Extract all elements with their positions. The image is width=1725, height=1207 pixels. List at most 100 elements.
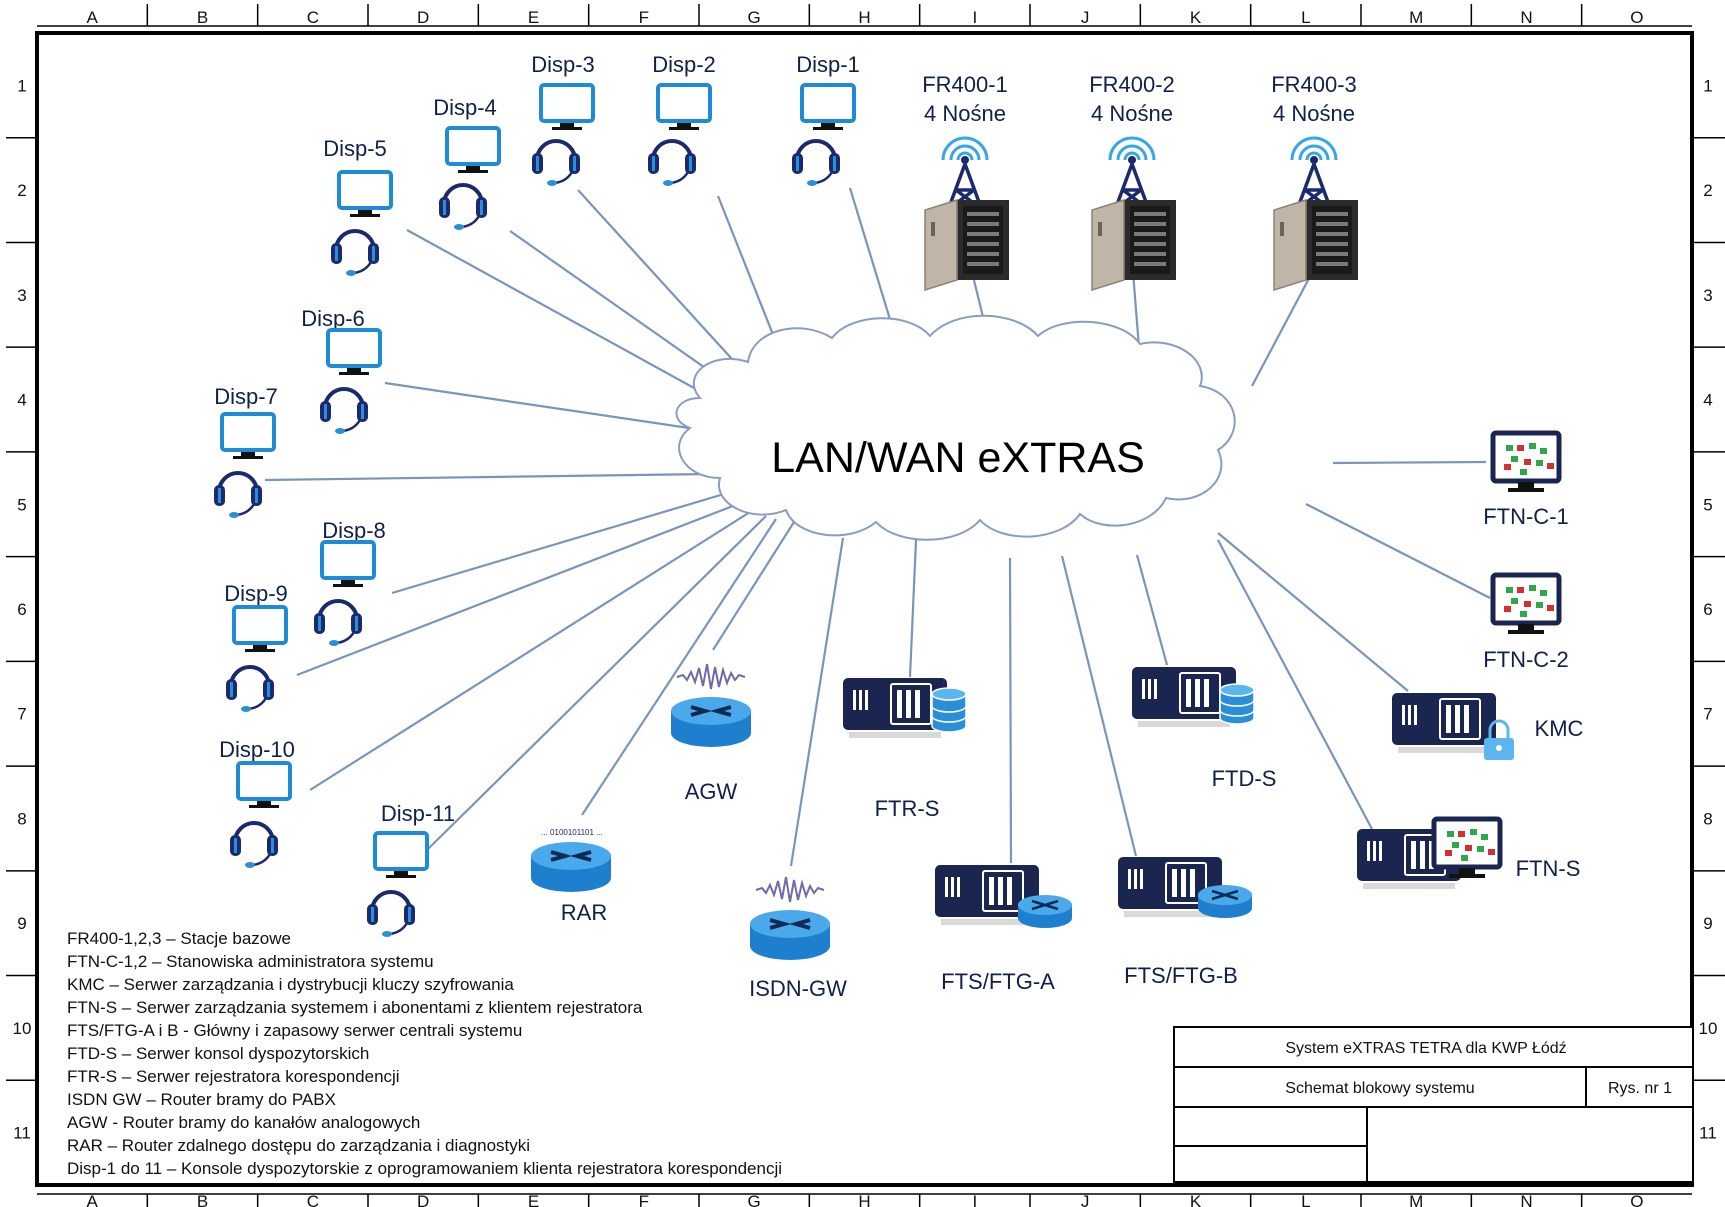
row-ref-3: 3 [1703, 286, 1712, 305]
column-ref-O: O [1630, 1192, 1643, 1207]
monitor-icon [337, 170, 393, 219]
admin-terminal-ftn-c-2[interactable]: FTN-C-2 [1483, 575, 1569, 672]
base-station-carriers: 4 Nośne [924, 101, 1006, 126]
link-disp-6 [384, 381, 717, 434]
base-station-fr400-3[interactable]: FR400-3 4 Nośne [1271, 72, 1359, 291]
column-ref-F: F [639, 8, 649, 27]
headset-icon [212, 471, 264, 520]
column-ref-M: M [1409, 8, 1423, 27]
switch-icon [1198, 885, 1252, 918]
router-rar[interactable]: ... 0100101101 ... RAR [529, 828, 613, 925]
server-ftr-s[interactable]: FTR-S [842, 677, 967, 821]
column-ref-D: D [417, 8, 429, 27]
dispatcher-label: Disp-7 [214, 384, 278, 409]
lan-wan-cloud: LAN/WAN eXTRAS [675, 314, 1236, 541]
server-ftn-s[interactable]: FTN-S [1356, 819, 1580, 890]
column-ref-H: H [858, 1192, 870, 1207]
router-label: ISDN-GW [749, 976, 847, 1001]
router-isdn-gw[interactable]: ISDN-GW [748, 876, 847, 1001]
link-rar [581, 518, 777, 816]
database-icon [931, 687, 967, 733]
column-ref-N: N [1520, 8, 1532, 27]
link-ftn-c-1 [1332, 460, 1487, 465]
column-ref-J: J [1081, 8, 1090, 27]
row-ref-7: 7 [17, 705, 26, 724]
monitor-icon [445, 126, 501, 175]
frame-border [35, 31, 1694, 1187]
link-fts-ftg-a [1008, 557, 1013, 864]
row-ref-9: 9 [1703, 914, 1712, 933]
headset-icon [224, 665, 276, 714]
column-ref-B: B [197, 1192, 208, 1207]
legend-item: FTN-S – Serwer zarządzania systemem i ab… [67, 998, 643, 1017]
admin-terminal-ftn-c-1[interactable]: FTN-C-1 [1483, 433, 1569, 529]
legend-item: FTS/FTG-A i B - Główny i zapasowy serwer… [67, 1021, 522, 1040]
row-ref-4: 4 [17, 391, 26, 410]
row-ref-4: 4 [1703, 391, 1712, 410]
dispatcher-label: Disp-3 [531, 52, 595, 77]
monitor-icon [236, 761, 292, 810]
dispatcher-disp-8[interactable]: Disp-8 [312, 518, 386, 648]
column-ref-L: L [1301, 1192, 1310, 1207]
dispatcher-disp-4[interactable]: Disp-4 [433, 95, 501, 232]
column-ref-E: E [528, 8, 539, 27]
dispatcher-disp-9[interactable]: Disp-9 [224, 581, 288, 714]
status-monitor-icon [1493, 575, 1559, 623]
server-fts-ftg-b[interactable]: FTS/FTG-B [1117, 856, 1252, 988]
row-ref-5: 5 [17, 495, 26, 514]
column-ref-C: C [307, 1192, 319, 1207]
base-station-fr400-1[interactable]: FR400-1 4 Nośne [922, 72, 1010, 291]
lock-icon [1484, 719, 1514, 760]
server-fts-ftg-a[interactable]: FTS/FTG-A [934, 864, 1072, 994]
base-station-fr400-2[interactable]: FR400-2 4 Nośne [1089, 72, 1177, 291]
link-disp-11 [427, 515, 767, 850]
legend-item: FTD-S – Serwer konsol dyspozytorskich [67, 1044, 369, 1063]
column-ref-C: C [307, 8, 319, 27]
row-ref-2: 2 [17, 181, 26, 200]
dispatcher-disp-10[interactable]: Disp-10 [219, 737, 295, 870]
server-kmc[interactable]: KMC [1391, 692, 1584, 760]
monitor-icon [326, 328, 382, 377]
binary-data-label: ... 0100101101 ... [541, 828, 603, 837]
server-ftd-s[interactable]: FTD-S [1131, 666, 1276, 791]
headset-icon [790, 139, 842, 188]
dispatcher-disp-5[interactable]: Disp-5 [323, 136, 393, 278]
column-ref-O: O [1630, 8, 1643, 27]
base-station-carriers: 4 Nośne [1273, 101, 1355, 126]
title-block-system: System eXTRAS TETRA dla KWP Łódź [1285, 1040, 1566, 1057]
monitor-icon [656, 83, 712, 132]
status-monitor-icon [1493, 433, 1559, 481]
headset-icon [530, 139, 582, 188]
admin-terminal-label: FTN-C-2 [1483, 647, 1569, 672]
waveform-icon [755, 876, 825, 903]
row-ref-6: 6 [17, 600, 26, 619]
dispatcher-disp-3[interactable]: Disp-3 [530, 52, 595, 188]
legend: FR400-1,2,3 – Stacje bazowe FTN-C-1,2 – … [67, 929, 782, 1178]
router-agw[interactable]: AGW [669, 663, 753, 804]
row-ref-9: 9 [17, 914, 26, 933]
dispatcher-label: Disp-2 [652, 52, 716, 77]
link-disp-8 [391, 492, 725, 595]
legend-item: KMC – Serwer zarządzania i dystrybucji k… [67, 975, 514, 994]
dispatcher-label: Disp-10 [219, 737, 295, 762]
cabinet-icon [924, 199, 1010, 291]
row-ref-2: 2 [1703, 181, 1712, 200]
router-label: RAR [561, 900, 607, 925]
column-ref-I: I [972, 1192, 977, 1207]
row-ref-8: 8 [1703, 809, 1712, 828]
dispatcher-consoles: Disp-1 Disp-2 Disp-3 Disp-4 Disp-5 Disp-… [212, 52, 860, 939]
dispatcher-disp-11[interactable]: Disp-11 [365, 801, 455, 939]
row-ref-1: 1 [1703, 76, 1712, 95]
dispatcher-disp-2[interactable]: Disp-2 [646, 52, 716, 188]
dispatcher-disp-1[interactable]: Disp-1 [790, 52, 860, 188]
dispatcher-disp-6[interactable]: Disp-6 [301, 306, 382, 436]
legend-item: AGW - Router bramy do kanałów analogowyc… [67, 1113, 420, 1132]
column-ref-L: L [1301, 8, 1310, 27]
link-disp-7 [264, 472, 713, 482]
cabinet-icon [1091, 199, 1177, 291]
dispatcher-label: Disp-9 [224, 581, 288, 606]
dispatcher-disp-7[interactable]: Disp-7 [212, 384, 278, 520]
row-ref-1: 1 [17, 76, 26, 95]
